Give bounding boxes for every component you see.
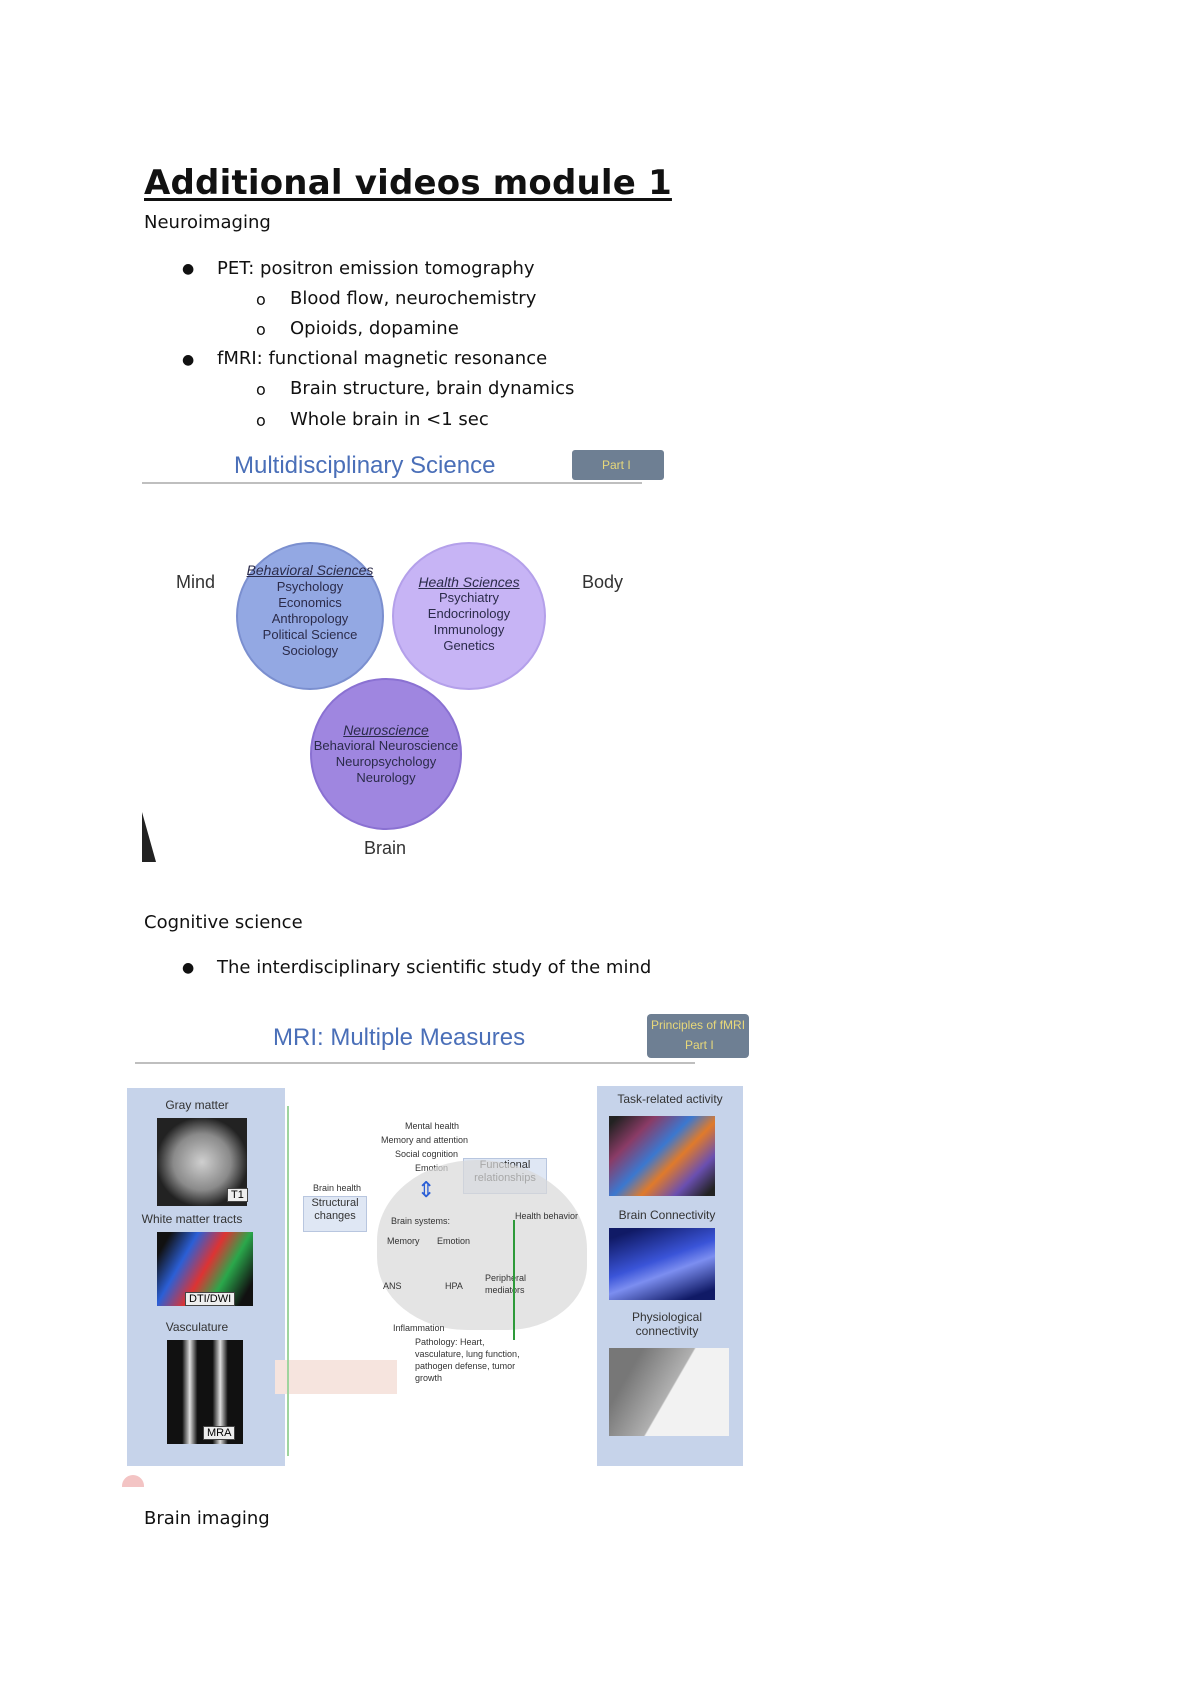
ans-label: ANS	[383, 1281, 402, 1291]
updown-arrow-icon: ⇕	[417, 1178, 436, 1203]
white-matter-label: White matter tracts	[141, 1212, 243, 1226]
organs-image	[275, 1360, 397, 1394]
brain-silhouette	[377, 1160, 587, 1330]
physiological-connectivity-label: Physiological connectivity	[631, 1310, 703, 1338]
bullet-item: PET: positron emission tomography	[217, 258, 535, 279]
decorative-shape	[142, 812, 156, 862]
structural-changes-box: Structural changes	[303, 1196, 367, 1232]
section-heading-neuroimaging: Neuroimaging	[144, 212, 271, 233]
circle-item: Economics	[278, 595, 342, 610]
circle-item: Anthropology	[271, 611, 349, 626]
inflammation-label: Inflammation	[393, 1323, 445, 1333]
circle-heading: Health Sciences	[418, 574, 520, 590]
bullet-icon: ●	[182, 261, 195, 277]
circle-heading: Neuroscience	[343, 722, 429, 738]
neuroscience-circle: Neuroscience Behavioral Neuroscience Neu…	[310, 678, 462, 830]
structural-measures-panel: Gray matter T1 White matter tracts DTI/D…	[127, 1088, 285, 1466]
section-heading-brain-imaging: Brain imaging	[144, 1508, 270, 1529]
circle-item: Endocrinology	[427, 606, 511, 621]
slide-divider	[135, 1062, 695, 1064]
section-heading-cognitive-science: Cognitive science	[144, 912, 303, 933]
circle-item: Immunology	[433, 622, 505, 637]
sub-bullet-item: Opioids, dopamine	[290, 318, 459, 339]
brain-connectivity-image	[609, 1228, 715, 1300]
slide-title: MRI: Multiple Measures	[273, 1024, 526, 1051]
multidisciplinary-science-slide: Multidisciplinary Science Part I Mind Bo…	[142, 450, 664, 862]
t1-tag: T1	[227, 1188, 248, 1202]
connector-line	[287, 1106, 289, 1456]
physiological-connectivity-image	[609, 1348, 729, 1436]
brain-connectivity-label: Brain Connectivity	[618, 1208, 716, 1222]
circle-item: Psychiatry	[439, 590, 499, 605]
sub-bullet-item: Blood flow, neurochemistry	[290, 288, 537, 309]
mra-tag: MRA	[203, 1426, 236, 1440]
sub-bullet-icon: o	[256, 380, 266, 399]
bullet-icon: ●	[182, 352, 195, 368]
circle-item: Sociology	[281, 643, 339, 658]
bullet-item: The interdisciplinary scientific study o…	[217, 957, 652, 978]
bullet-icon: ●	[182, 960, 195, 976]
task-activity-label: Task-related activity	[617, 1092, 723, 1106]
vasculature-label: Vasculature	[165, 1320, 229, 1334]
circle-item: Genetics	[443, 638, 495, 653]
slide-badge-line2: Part I	[685, 1038, 714, 1052]
sub-bullet-item: Brain structure, brain dynamics	[290, 378, 575, 399]
behavioral-sciences-circle: Behavioral Sciences Psychology Economics…	[236, 542, 384, 690]
pathology-label: Pathology: Heart, vasculature, lung func…	[415, 1337, 520, 1383]
slide-divider	[142, 482, 642, 484]
memory-label: Memory	[387, 1236, 420, 1246]
decorative-shape	[122, 1475, 144, 1487]
slide-badge-text: Part I	[602, 458, 631, 472]
slide-title: Multidisciplinary Science	[234, 452, 496, 479]
memory-attention-label: Memory and attention	[381, 1135, 469, 1145]
circle-item: Political Science	[262, 627, 358, 642]
health-behavior-label: Health behavior	[515, 1211, 579, 1221]
sub-bullet-icon: o	[256, 411, 266, 430]
functional-measures-panel: Task-related activity Brain Connectivity…	[597, 1086, 743, 1466]
peripheral-mediators-label: Peripheral mediators	[485, 1273, 527, 1295]
body-label: Body	[582, 572, 624, 592]
mri-multiple-measures-slide: MRI: Multiple Measures Principles of fMR…	[125, 1010, 750, 1480]
mind-label: Mind	[176, 572, 216, 592]
slide-badge: Principles of fMRI Part I	[647, 1014, 749, 1058]
social-cognition-label: Social cognition	[395, 1149, 459, 1159]
document-title: Additional videos module 1	[144, 163, 672, 203]
health-sciences-circle: Health Sciences Psychiatry Endocrinology…	[392, 542, 546, 690]
circle-item: Behavioral Neuroscience	[313, 738, 459, 753]
circle-item: Neurology	[356, 770, 416, 785]
task-activity-image	[609, 1116, 715, 1196]
sub-bullet-item: Whole brain in <1 sec	[290, 409, 489, 430]
slide-badge-line1: Principles of fMRI	[651, 1018, 746, 1032]
dti-tag: DTI/DWI	[185, 1292, 236, 1306]
sub-bullet-icon: o	[256, 320, 266, 339]
mental-health-label: Mental health	[405, 1121, 460, 1131]
circle-item: Neuropsychology	[335, 754, 437, 769]
brain-systems-label: Brain systems:	[391, 1216, 451, 1226]
circle-item: Psychology	[276, 579, 344, 594]
emotion2-label: Emotion	[437, 1236, 471, 1246]
sub-bullet-icon: o	[256, 290, 266, 309]
circle-heading: Behavioral Sciences	[246, 562, 374, 578]
brain-label: Brain	[364, 838, 407, 858]
slide-badge: Part I	[572, 450, 664, 480]
brain-health-label: Brain health	[313, 1183, 362, 1193]
hpa-label: HPA	[445, 1281, 463, 1291]
gray-matter-label: Gray matter	[165, 1098, 229, 1112]
bullet-item: fMRI: functional magnetic resonance	[217, 348, 548, 369]
connector-line	[513, 1220, 515, 1340]
